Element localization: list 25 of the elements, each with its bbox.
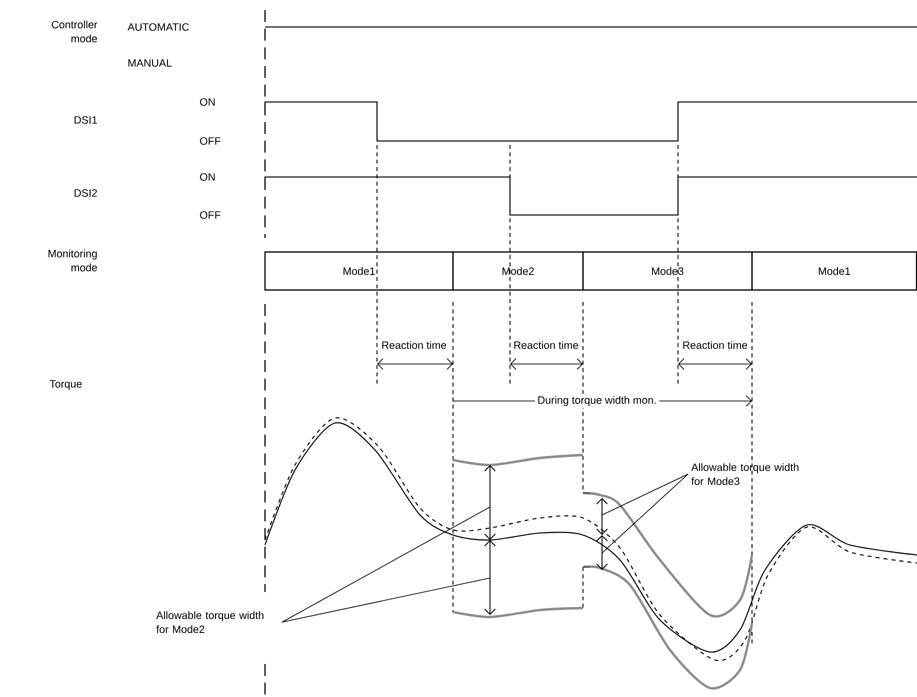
mode-box: Mode3 [582,251,753,291]
state-label: ON [200,98,215,106]
mode-box: Mode2 [452,251,584,291]
annotation-text: Allowable torque width for Mode2 [156,611,264,634]
state-label: OFF [200,137,220,145]
state-label: OFF [200,211,220,219]
leader-line [602,474,688,554]
row-label: Monitoring mode [48,250,97,272]
leader-line [282,578,490,623]
dimension-label: Reaction time [382,341,446,349]
annotation-text: Allowable torque width for Mode3 [691,463,798,486]
row-label: Torque [50,380,82,390]
row-label: DSI1 [74,116,97,124]
mode-box: Mode1 [751,251,917,291]
dimension-label: Reaction time [514,341,578,349]
state-label: AUTOMATIC [128,23,189,31]
row-label: DSI2 [74,189,97,197]
state-label: ON [200,173,215,181]
leader-line [602,474,688,516]
mode-box: Mode1 [264,251,454,291]
row-label: Controller mode [52,20,98,42]
leader-line [282,506,490,623]
dimension-label: During torque width mon. [535,394,659,408]
dimension-label: Reaction time [683,341,748,349]
state-label: MANUAL [128,59,172,67]
